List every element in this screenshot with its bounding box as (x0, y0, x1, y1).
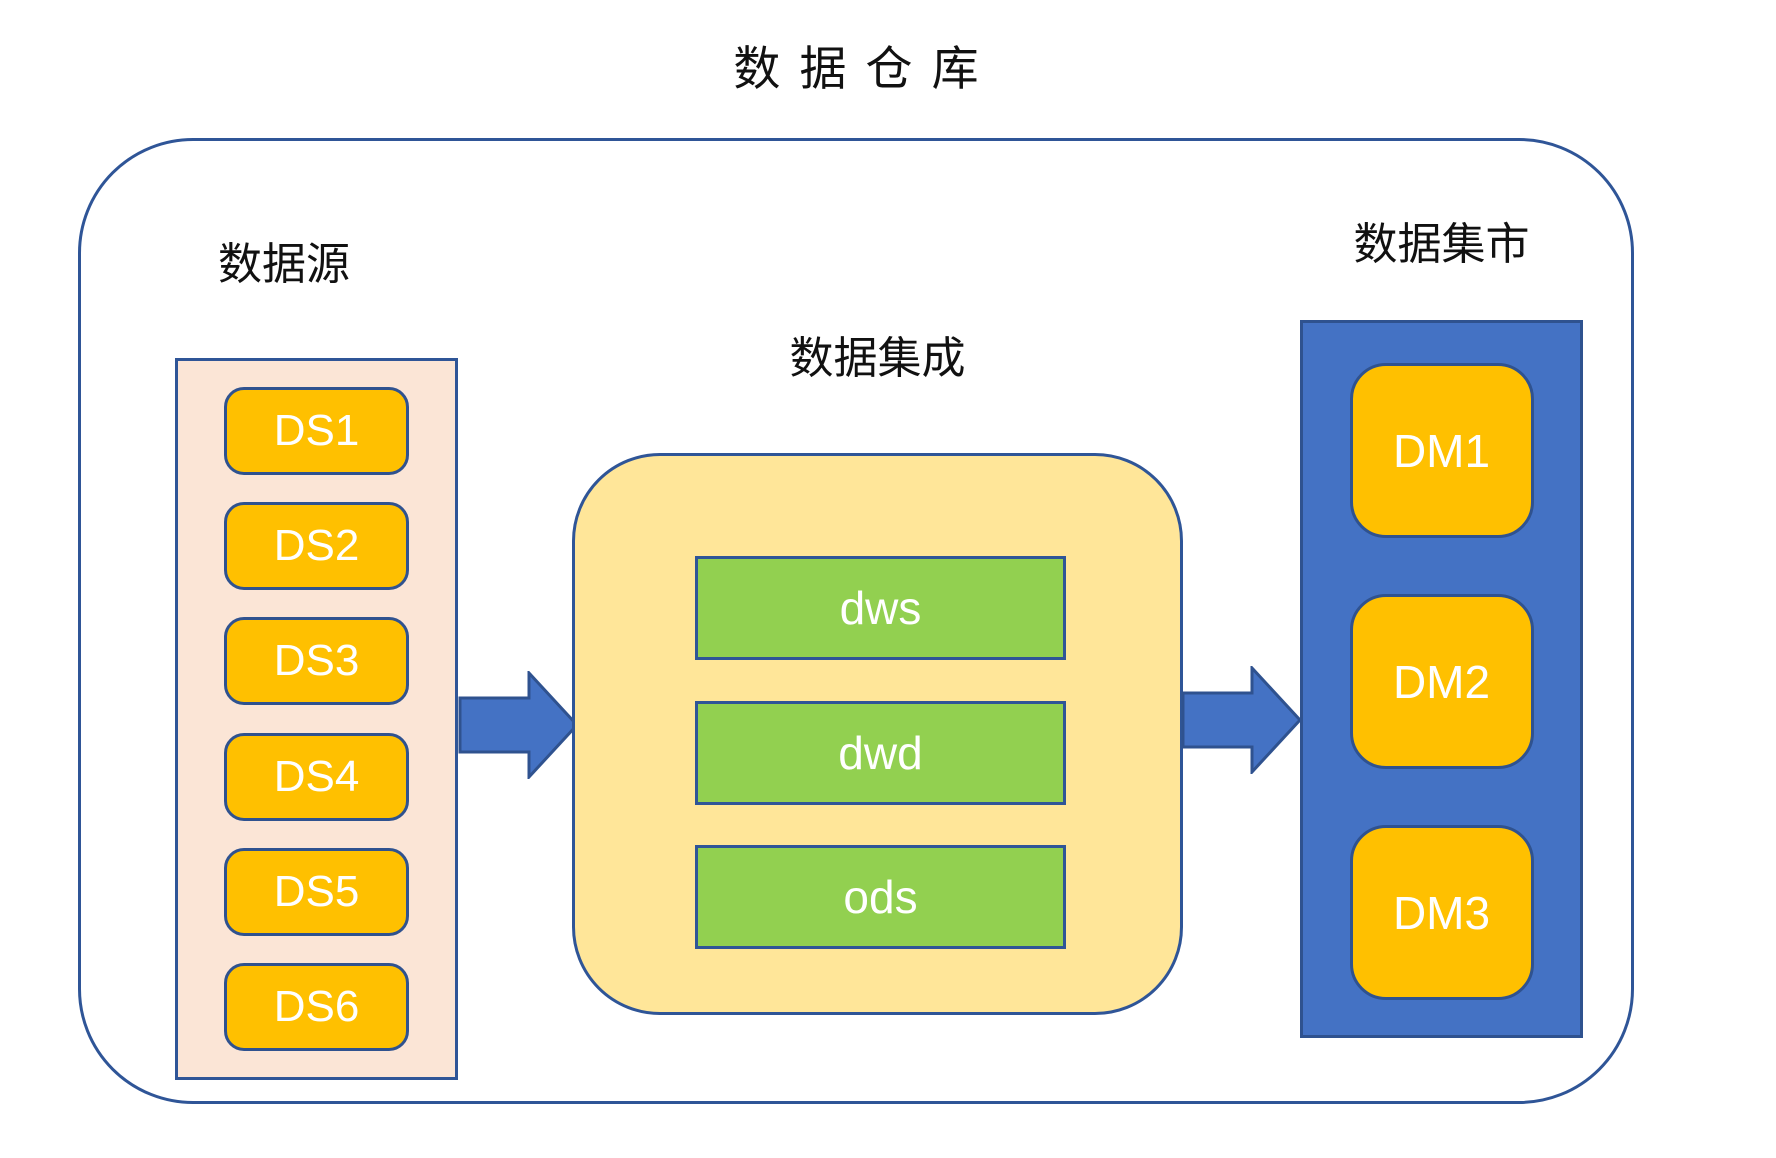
node-dwd-label: dwd (838, 727, 923, 779)
node-dws: dws (695, 556, 1066, 660)
node-dm2: DM2 (1349, 594, 1534, 769)
node-dm3: DM3 (1349, 825, 1534, 1000)
integration-to-marts-arrow-icon (1181, 666, 1303, 774)
node-dm3-label: DM3 (1392, 886, 1491, 939)
node-ds1: DS1 (224, 387, 409, 475)
node-ds5: DS5 (224, 847, 409, 936)
marts-label: 数据集市 (1353, 220, 1530, 269)
node-ds4-label: DS4 (273, 751, 360, 801)
marts-container: DM1 DM2 DM3 (1300, 320, 1583, 1038)
node-dws-label: dws (839, 582, 922, 634)
node-ods-label: ods (843, 871, 918, 923)
node-ds3: DS3 (224, 617, 409, 706)
integration-label: 数据集成 (789, 334, 966, 383)
node-ds2: DS2 (224, 502, 409, 591)
sources-container: DS1 DS2 DS3 DS4 DS5 DS6 (175, 358, 458, 1080)
node-ds3-label: DS3 (273, 636, 360, 686)
node-dm1-label: DM1 (1392, 424, 1491, 477)
node-dwd: dwd (695, 701, 1066, 805)
node-ds6-label: DS6 (273, 981, 360, 1031)
integration-container: dws dwd ods (572, 453, 1183, 1015)
sources-to-integration-arrow-icon (458, 671, 580, 779)
node-ds2-label: DS2 (273, 521, 360, 571)
node-dm1: DM1 (1349, 363, 1534, 538)
node-dm2-label: DM2 (1392, 655, 1491, 708)
node-ds1-label: DS1 (273, 406, 360, 455)
node-ds4: DS4 (224, 732, 409, 821)
page-title: 数 据 仓 库 (733, 42, 982, 95)
node-ods: ods (695, 845, 1066, 949)
node-ds6: DS6 (224, 962, 409, 1051)
node-ds5-label: DS5 (273, 866, 360, 916)
sources-label: 数据源 (218, 240, 350, 289)
